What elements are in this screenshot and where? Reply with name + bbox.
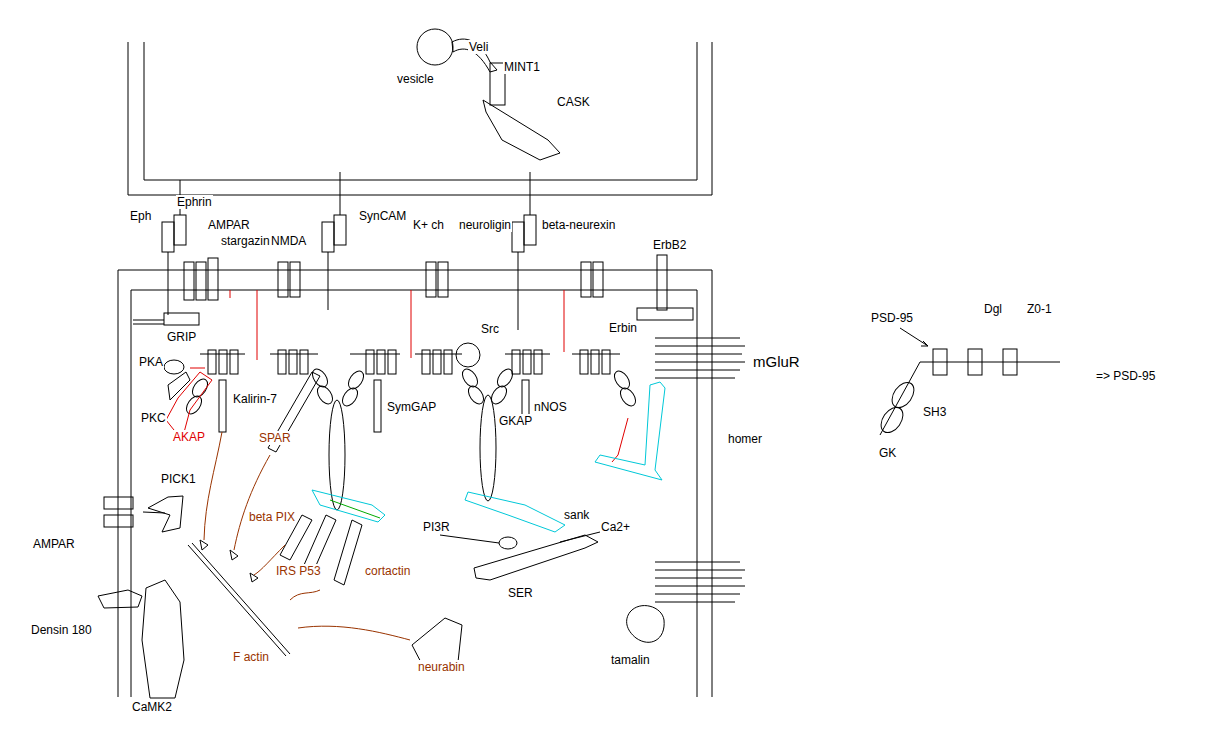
protein-label: PSD-95 <box>870 311 914 325</box>
protein-label: AKAP <box>172 430 206 444</box>
protein-label: PI3R <box>422 520 451 534</box>
protein-label: Dgl <box>983 302 1003 316</box>
protein-label: Ephrin <box>176 195 213 209</box>
protein-label: nNOS <box>533 400 568 414</box>
protein-label: ErbB2 <box>652 238 687 252</box>
protein-label: Kalirin-7 <box>232 392 278 406</box>
protein-label: GK <box>878 446 897 460</box>
protein-label: Ca2+ <box>600 520 631 534</box>
protein-label: homer <box>727 432 763 446</box>
protein-label: GRIP <box>166 330 197 344</box>
protein-label: mGluR <box>752 353 801 370</box>
protein-label: AMPAR <box>207 218 251 232</box>
protein-label: F actin <box>232 650 270 664</box>
protein-label: GKAP <box>498 414 533 428</box>
protein-label: PICK1 <box>160 472 197 486</box>
protein-label: tamalin <box>610 653 651 667</box>
protein-label: SynCAM <box>358 209 407 223</box>
protein-label: SymGAP <box>386 400 437 414</box>
protein-label: neurabin <box>417 660 466 674</box>
protein-label: vesicle <box>396 72 435 86</box>
protein-label: beta-neurexin <box>541 218 616 232</box>
protein-label: SPAR <box>258 431 292 445</box>
protein-label: Src <box>480 322 500 336</box>
protein-label: NMDA <box>270 234 307 248</box>
protein-label: MINT1 <box>503 60 541 74</box>
protein-label: beta PIX <box>248 510 296 524</box>
protein-label: SH3 <box>922 405 947 419</box>
protein-label: IRS P53 <box>275 564 322 578</box>
protein-label: PKC <box>140 411 167 425</box>
protein-label: cortactin <box>364 564 411 578</box>
protein-label: => PSD-95 <box>1095 369 1156 383</box>
protein-label: CASK <box>556 95 591 109</box>
protein-label: AMPAR <box>32 537 76 551</box>
protein-label: neuroligin <box>458 218 512 232</box>
protein-label: Z0-1 <box>1026 302 1053 316</box>
protein-label: CaMK2 <box>131 700 173 714</box>
protein-label: sank <box>563 508 590 522</box>
protein-label: Veli <box>468 40 489 54</box>
protein-label: PKA <box>138 355 164 369</box>
protein-label: K+ ch <box>412 218 445 232</box>
protein-label: Eph <box>129 209 152 223</box>
protein-label: stargazin <box>220 234 271 248</box>
protein-label: Densin 180 <box>30 623 93 637</box>
protein-label: Erbin <box>608 321 638 335</box>
protein-label: SER <box>507 586 534 600</box>
